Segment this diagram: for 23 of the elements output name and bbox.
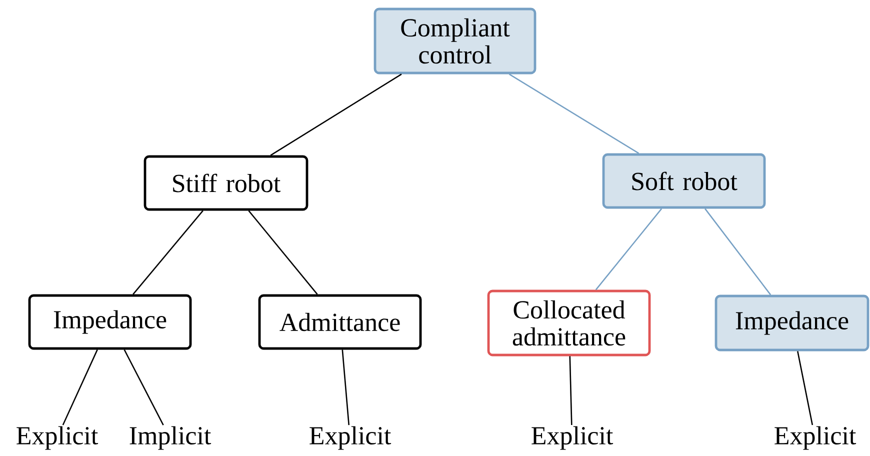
leaf-label: Explicit (310, 426, 392, 450)
connector (132, 210, 204, 295)
connector (797, 351, 814, 426)
connector (508, 74, 640, 154)
leaf-label: Implicit (130, 426, 212, 450)
connector (569, 356, 572, 426)
connector (595, 208, 662, 290)
leaf-label: Explicit (774, 426, 856, 450)
leaf-label: Explicit (16, 426, 98, 450)
category-box: Stiff robot (144, 155, 308, 211)
category-box: Soft robot (602, 153, 766, 209)
connector (342, 350, 350, 426)
connector (124, 349, 164, 426)
connector (62, 349, 98, 426)
category-box: Admittance (258, 294, 422, 350)
connector (248, 210, 318, 295)
highlighted-box: Collocated admittance (487, 290, 651, 356)
category-box: Compliant control (374, 8, 536, 74)
connector (704, 208, 772, 296)
connector (270, 74, 402, 156)
category-box: Impedance (28, 294, 192, 350)
category-box: Impedance (714, 294, 870, 352)
leaf-label: Explicit (532, 426, 614, 450)
